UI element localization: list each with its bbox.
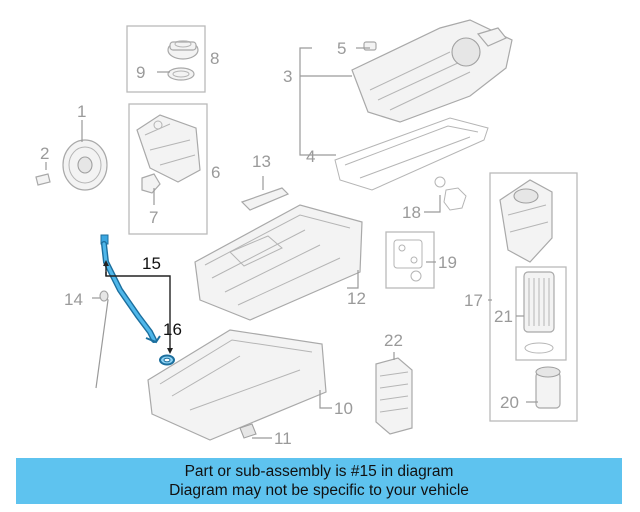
callout-6: 6 <box>211 163 220 182</box>
callout-17: 17 <box>464 291 483 310</box>
callout-19: 19 <box>438 253 457 272</box>
valve-cover-gasket-drawing <box>334 117 489 191</box>
callout-20: 20 <box>500 393 519 412</box>
callout-3: 3 <box>283 67 292 86</box>
callout-14: 14 <box>64 290 83 309</box>
oil-cap-inset-box <box>126 25 206 93</box>
parts-diagram: 1 2 3 4 5 6 7 8 9 10 11 12 13 14 15 16 1… <box>35 19 578 448</box>
callout-22: 22 <box>384 331 403 350</box>
callout-13: 13 <box>252 152 271 171</box>
timing-cover-drawing <box>136 114 201 194</box>
oil-filter-cap-drawing <box>535 366 561 409</box>
upper-oil-pan-drawing <box>194 204 363 321</box>
gasket-inset-box <box>385 231 435 289</box>
oil-cooler-drawing <box>375 357 413 435</box>
callout-4: 4 <box>306 147 315 166</box>
callout-12: 12 <box>347 289 366 308</box>
callout-10: 10 <box>334 399 353 418</box>
oil-filler-cap-drawing <box>167 40 199 81</box>
seal-ring-part-16[interactable] <box>159 354 175 366</box>
crankshaft-pulley-drawing <box>35 139 108 191</box>
callout-15: 15 <box>142 254 161 273</box>
banner-line-part-info: Part or sub-assembly is #15 in diagram <box>184 463 454 480</box>
callout-1: 1 <box>77 102 86 121</box>
oil-filter-element-drawing <box>523 271 555 354</box>
info-banner: Part or sub-assembly is #15 in diagram D… <box>16 458 622 504</box>
lower-oil-pan-drawing <box>147 329 327 441</box>
callout-9: 9 <box>136 63 145 82</box>
oil-filter-element-inset-box <box>515 266 567 361</box>
callout-5: 5 <box>337 39 346 58</box>
banner-line-disclaimer: Diagram may not be specific to your vehi… <box>169 482 469 499</box>
callout-7: 7 <box>149 208 158 227</box>
callout-21: 21 <box>494 307 513 326</box>
gasket-19-drawing <box>393 239 423 282</box>
leader-lines <box>45 47 538 439</box>
timing-cover-inset-box <box>128 103 208 235</box>
callout-2: 2 <box>40 144 49 163</box>
valve-cover-drawing <box>351 19 513 123</box>
seal-18-drawing <box>434 176 467 211</box>
oil-filter-housing-drawing <box>499 179 553 263</box>
dipstick-drawing <box>95 290 109 389</box>
callout-18: 18 <box>402 203 421 222</box>
callout-16: 16 <box>163 320 182 339</box>
baffle-drawing <box>240 187 290 211</box>
dipstick-tube-part-15[interactable] <box>100 234 161 344</box>
callout-11: 11 <box>274 429 292 448</box>
callout-8: 8 <box>210 49 219 68</box>
oil-filter-housing-inset-box <box>489 172 578 422</box>
